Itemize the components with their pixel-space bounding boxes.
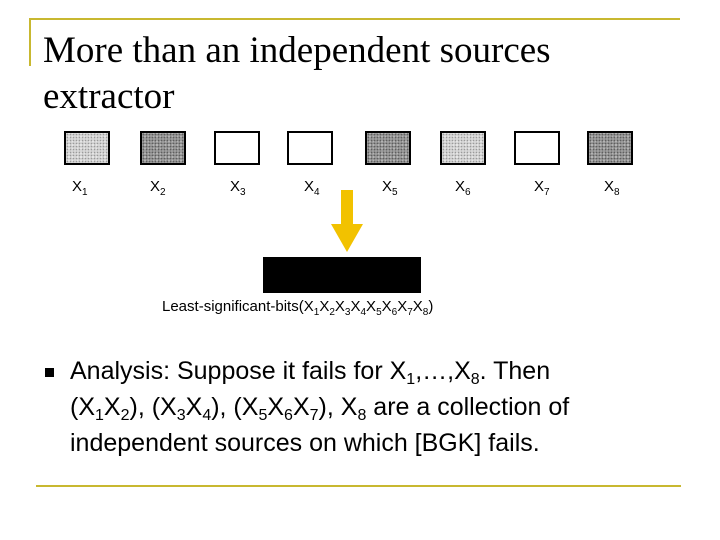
source-label-6: X6 [455, 178, 471, 198]
slide-title: More than an independent sources extract… [43, 30, 551, 117]
source-label-8: X8 [604, 178, 620, 198]
source-label-4: X4 [304, 178, 320, 198]
source-box-7 [514, 131, 560, 165]
source-box-8 [587, 131, 633, 165]
analysis-line-1: Analysis: Suppose it fails for X1,…,X8. … [70, 357, 551, 388]
bullet-square-icon [45, 368, 54, 377]
source-box-3 [214, 131, 260, 165]
analysis-line-2: (X1X2), (X3X4), (X5X6X7), X8 are a colle… [70, 393, 570, 424]
source-box-2 [140, 131, 186, 165]
source-label-7: X7 [534, 178, 550, 198]
source-label-3: X3 [230, 178, 246, 198]
source-label-2: X2 [150, 178, 166, 198]
down-arrow-icon [331, 190, 363, 252]
output-label: Least-significant-bits(X1X2X3X4X5X6X7X8) [162, 298, 434, 318]
bottom-accent-rule [36, 485, 681, 487]
source-box-1 [64, 131, 110, 165]
source-box-4 [287, 131, 333, 165]
source-box-5 [365, 131, 411, 165]
source-label-5: X5 [382, 178, 398, 198]
analysis-text: Analysis: Suppose it fails for X1,…,X8. … [70, 353, 700, 461]
source-label-1: X1 [72, 178, 88, 198]
source-box-6 [440, 131, 486, 165]
extractor-box [263, 257, 421, 293]
title-accent-rule-vertical [29, 18, 31, 66]
title-accent-rule-top [29, 18, 680, 20]
analysis-line-3: independent sources on which [BGK] fails… [70, 429, 540, 457]
